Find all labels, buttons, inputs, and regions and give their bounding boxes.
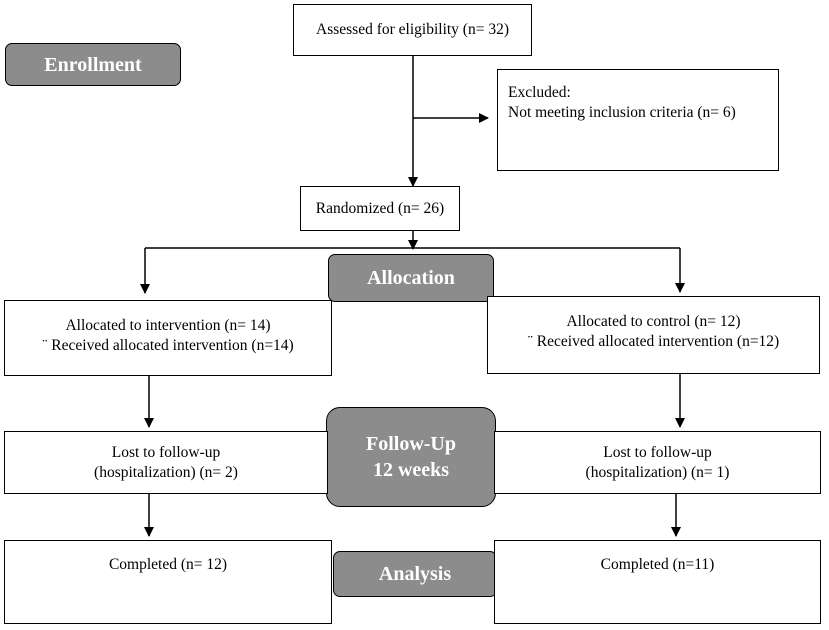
lost-control-title: Lost to follow-up [603,444,712,461]
stage-analysis: Analysis [333,551,497,597]
assessed-text: Assessed for eligibility (n= 32) [316,21,509,38]
stage-enrollment-label: Enrollment [44,53,142,76]
alloc-control-count: Allocated to control (n= 12) [566,313,741,330]
completed-control-box: Completed (n=11) [494,540,821,624]
randomized-box: Randomized (n= 26) [300,186,460,231]
alloc-intervention-received: ¨ Received allocated intervention (n=14) [42,337,294,354]
stage-followup: Follow-Up 12 weeks [326,407,496,507]
lost-control-reason: (hospitalization) (n= 1) [585,464,730,481]
completed-intervention-box: Completed (n= 12) [4,540,332,624]
stage-followup-duration: 12 weeks [372,459,450,481]
alloc-control-received: ¨ Received allocated intervention (n=12) [527,333,780,350]
lost-intervention-reason: (hospitalization) (n= 2) [94,464,238,481]
lost-intervention-title: Lost to follow-up [111,444,221,461]
completed-intervention-text: Completed (n= 12) [108,556,228,573]
lost-control-box: Lost to follow-up (hospitalization) (n= … [494,431,821,494]
lost-intervention-box: Lost to follow-up (hospitalization) (n= … [4,431,328,494]
stage-allocation: Allocation [328,254,494,302]
excluded-title: Excluded: [508,84,571,101]
stage-followup-label: Follow-Up [366,433,456,455]
alloc-intervention-box: Allocated to intervention (n= 14) ¨ Rece… [4,300,332,376]
excluded-box: Excluded: Not meeting inclusion criteria… [497,69,779,171]
stage-enrollment: Enrollment [5,43,181,86]
completed-control-text: Completed (n=11) [600,556,715,573]
alloc-intervention-count: Allocated to intervention (n= 14) [65,317,271,334]
assessed-box: Assessed for eligibility (n= 32) [293,4,532,56]
excluded-reason: Not meeting inclusion criteria (n= 6) [508,104,736,121]
randomized-text: Randomized (n= 26) [315,200,445,217]
stage-allocation-label: Allocation [367,267,455,289]
stage-analysis-label: Analysis [378,563,452,585]
alloc-control-box: Allocated to control (n= 12) ¨ Received … [487,296,820,374]
